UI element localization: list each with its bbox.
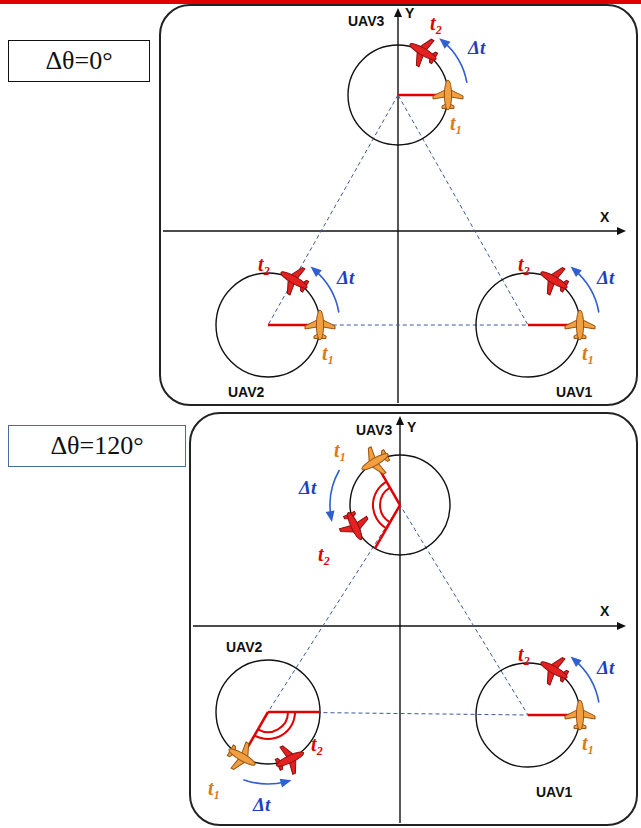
- y-axis: [399, 424, 400, 823]
- x-axis: [163, 230, 618, 231]
- aircraft-icon: [305, 310, 335, 340]
- aircraft-icon: [274, 260, 315, 301]
- phase-angle-arc: [380, 488, 390, 523]
- time-step-arrow: [574, 660, 599, 703]
- aircraft-body: [444, 80, 451, 110]
- time-step-arrow: [314, 270, 339, 313]
- aircraft-icon: [534, 650, 575, 691]
- uav-label: UAV1: [556, 385, 592, 399]
- aircraft-body: [316, 310, 323, 340]
- time-label: t₂: [258, 254, 271, 274]
- uav-label: UAV3: [356, 423, 392, 437]
- panel-frame: [190, 413, 637, 825]
- time-step-label: Δt: [597, 268, 614, 287]
- condition-text: Δθ=120°: [50, 432, 143, 461]
- aircraft-body: [360, 451, 390, 472]
- uav-label: UAV2: [226, 640, 262, 654]
- aircraft-icon: [433, 80, 463, 110]
- time-label: t₁: [450, 113, 463, 133]
- time-step-label: Δt: [253, 795, 270, 814]
- arrow-head: [571, 657, 582, 668]
- top-band: [0, 0, 641, 4]
- formation-triangle: [268, 505, 528, 715]
- axis-label: Y: [405, 6, 414, 20]
- aircraft-body: [275, 749, 305, 768]
- axis-label: Y: [407, 420, 416, 434]
- aircraft-body: [408, 41, 438, 62]
- condition-text: Δθ=0°: [45, 47, 112, 76]
- aircraft-body: [227, 746, 257, 767]
- time-label: t₁: [322, 343, 335, 363]
- condition-box: Δθ=0°: [8, 40, 150, 82]
- time-label: t₁: [334, 440, 347, 460]
- time-step-arrow: [330, 470, 339, 517]
- time-label: t₁: [208, 778, 221, 798]
- aircraft-icon: [335, 506, 375, 546]
- axis-label: X: [600, 604, 609, 618]
- aircraft-icon: [355, 441, 396, 482]
- time-label: t₁: [582, 343, 595, 363]
- arrow-head: [311, 267, 322, 278]
- aircraft-body: [576, 700, 583, 730]
- uav-label: UAV2: [228, 385, 264, 399]
- aircraft-icon: [222, 737, 263, 778]
- orbit-circle: [476, 663, 580, 767]
- panel-frame: [160, 5, 637, 405]
- aircraft-icon: [403, 31, 444, 72]
- time-step-label: Δt: [299, 478, 316, 497]
- orbit-circle: [216, 273, 320, 377]
- axis-arrow: [396, 416, 404, 425]
- arrow-head: [439, 38, 450, 49]
- axis-label: X: [600, 210, 609, 224]
- orbit-circle: [216, 660, 320, 764]
- phase-angle-arc: [255, 712, 296, 739]
- time-step-label: Δt: [337, 268, 354, 287]
- time-label: t₂: [430, 13, 443, 33]
- x-axis: [193, 625, 618, 626]
- orbit-circle: [476, 273, 580, 377]
- uav-label: UAV1: [536, 785, 572, 799]
- aircraft-body: [539, 269, 569, 290]
- time-label: t₂: [311, 734, 324, 754]
- phase-angle-arc: [373, 482, 387, 529]
- time-label: t₁: [582, 733, 595, 753]
- aircraft-body: [539, 659, 569, 680]
- time-step-arrow: [574, 270, 599, 313]
- condition-box: Δθ=120°: [8, 425, 186, 467]
- uav-label: UAV3: [348, 14, 384, 28]
- phase-line: [375, 505, 400, 548]
- phase-angle-arc: [258, 712, 288, 732]
- time-step-arrow: [443, 41, 467, 82]
- axis-arrow: [617, 227, 626, 235]
- aircraft-icon: [534, 260, 575, 301]
- time-label: t₂: [518, 254, 531, 274]
- aircraft-icon: [565, 700, 595, 730]
- time-label: t₂: [518, 644, 531, 664]
- aircraft-body: [279, 269, 309, 290]
- time-label: t₂: [318, 544, 331, 564]
- aircraft-icon: [565, 310, 595, 340]
- y-axis: [397, 16, 398, 403]
- aircraft-body: [576, 310, 583, 340]
- axis-arrow: [617, 622, 626, 630]
- axis-arrow: [394, 8, 402, 17]
- aircraft-icon: [270, 739, 310, 779]
- arrow-head: [326, 511, 335, 523]
- time-step-label: Δt: [468, 38, 485, 57]
- arrow-head: [571, 267, 582, 278]
- time-step-label: Δt: [597, 658, 614, 677]
- arrow-head: [280, 779, 292, 788]
- aircraft-body: [345, 511, 364, 541]
